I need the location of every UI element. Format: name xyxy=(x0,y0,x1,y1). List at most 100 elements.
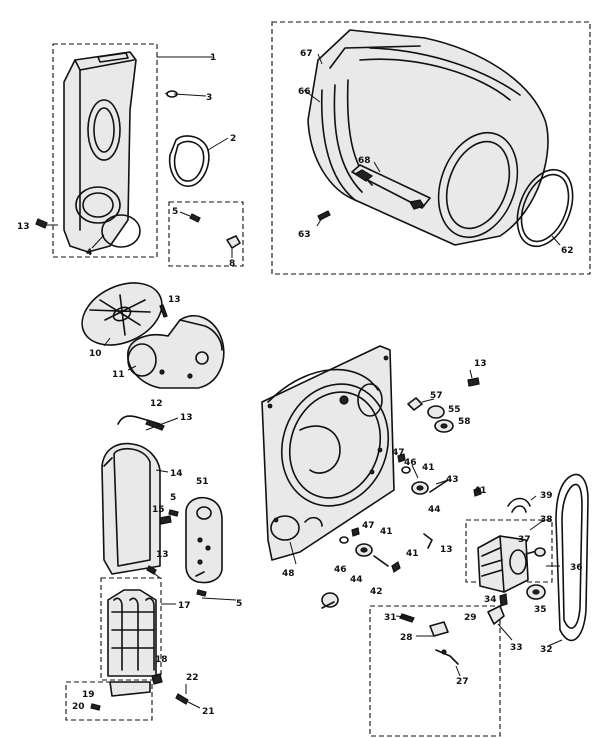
drum-seal-part xyxy=(516,168,574,248)
motor-part xyxy=(477,535,541,593)
callout-67: 67 xyxy=(300,49,313,59)
rear-bulkhead-group xyxy=(261,345,480,609)
roller-part-44-upper xyxy=(411,481,429,495)
switch-part-33 xyxy=(487,605,505,625)
callout-48: 48 xyxy=(282,569,295,579)
callout-12: 12 xyxy=(150,399,163,409)
screw-part-13-duct xyxy=(146,565,157,575)
clip-part-34 xyxy=(499,593,508,607)
callout-41-upper: 41 xyxy=(422,463,435,473)
front-panel-group-box xyxy=(52,43,158,258)
callout-13-blower: 13 xyxy=(168,295,181,305)
callout-18: 18 xyxy=(155,655,168,665)
callout-46-upper: 46 xyxy=(404,458,417,468)
spring-clip-part-39 xyxy=(507,497,531,513)
callout-22: 22 xyxy=(186,673,199,683)
screw-part-5-kit xyxy=(189,213,201,223)
callout-17: 17 xyxy=(178,601,191,611)
terminal-part-18 xyxy=(151,673,163,685)
callout-13-front: 13 xyxy=(17,222,30,232)
shaft-part-43 xyxy=(429,479,449,493)
screw-part-13-blower xyxy=(159,304,168,318)
callout-36: 36 xyxy=(570,563,583,573)
callout-46-lower: 46 xyxy=(334,565,347,575)
clip-part-47-lower xyxy=(351,527,360,537)
heater-element-part xyxy=(107,589,157,677)
screw-part-13-front xyxy=(35,218,48,229)
callout-2: 2 xyxy=(230,134,236,144)
callout-68: 68 xyxy=(358,156,371,166)
callout-15: 15 xyxy=(152,505,165,515)
callout-57: 57 xyxy=(430,391,443,401)
clip-part-47-upper xyxy=(397,453,406,463)
pulley-part-58 xyxy=(434,419,454,433)
pulley-part-55 xyxy=(427,405,445,419)
clip-part-41-lower xyxy=(391,561,401,573)
callout-38: 38 xyxy=(540,515,553,525)
heater-base-box xyxy=(65,681,153,721)
callout-8: 8 xyxy=(229,259,235,269)
callout-19: 19 xyxy=(82,690,95,700)
idler-part-57 xyxy=(407,397,423,411)
callout-5-duct: 5 xyxy=(170,493,176,503)
callout-55: 55 xyxy=(448,405,461,415)
callout-44-lower: 44 xyxy=(350,575,363,585)
switch-group-box xyxy=(369,605,501,737)
callout-31: 31 xyxy=(384,613,397,623)
drum-group-box xyxy=(271,21,591,275)
motor-belt-group xyxy=(369,473,589,737)
callout-33: 33 xyxy=(510,643,523,653)
screw-part-21 xyxy=(175,693,189,705)
drum-group xyxy=(271,21,591,275)
motor-group-box xyxy=(465,519,553,583)
callout-13-lower: 13 xyxy=(440,545,453,555)
thermostat-plate-part xyxy=(185,496,223,584)
switch-part-28 xyxy=(429,621,449,637)
clip-part-41-motor xyxy=(473,487,482,497)
duct-heater-group xyxy=(65,415,237,721)
callout-10: 10 xyxy=(89,349,102,359)
callout-63: 63 xyxy=(298,230,311,240)
thermistor-part-loose xyxy=(321,592,339,609)
drum-baffle-part xyxy=(351,164,431,210)
rear-bulkhead-part xyxy=(261,345,395,561)
callout-28: 28 xyxy=(400,633,413,643)
callout-3: 3 xyxy=(206,93,212,103)
callout-13-bracket: 13 xyxy=(180,413,193,423)
callout-66: 66 xyxy=(298,87,311,97)
callout-37: 37 xyxy=(518,535,531,545)
callout-4: 4 xyxy=(86,248,92,258)
callout-41-lower: 41 xyxy=(406,549,419,559)
callout-35: 35 xyxy=(534,605,547,615)
callout-58: 58 xyxy=(458,417,471,427)
callout-39: 39 xyxy=(540,491,553,501)
door-seal-ring-part xyxy=(168,135,210,187)
idler-part-35 xyxy=(526,584,546,600)
callout-labels: 1 2 3 4 5 8 13 67 66 68 63 62 13 10 11 1… xyxy=(17,49,583,717)
callout-62: 62 xyxy=(561,246,574,256)
callout-43: 43 xyxy=(446,475,459,485)
screw-part-5-duct xyxy=(168,509,179,517)
hardware-kit-box xyxy=(168,201,244,267)
heater-group-box xyxy=(100,577,162,681)
screw-part-63 xyxy=(317,210,331,221)
roller-part-44-lower xyxy=(355,543,373,557)
callout-34: 34 xyxy=(484,595,497,605)
screw-part-15 xyxy=(159,515,172,525)
blower-group xyxy=(81,282,225,389)
pulley-part-37 xyxy=(534,547,546,557)
front-panel-group xyxy=(35,43,244,267)
fastener-part-8 xyxy=(226,235,241,249)
screw-part-13-bulkhead xyxy=(467,377,480,387)
screw-part-20 xyxy=(90,703,101,711)
callout-29: 29 xyxy=(464,613,477,623)
callout-21: 21 xyxy=(202,707,215,717)
washer-part-46-upper xyxy=(401,466,411,474)
front-lens-part xyxy=(101,214,141,248)
shaft-part-42 xyxy=(373,555,389,567)
drum-part xyxy=(307,29,549,246)
callout-47-lower: 47 xyxy=(362,521,375,531)
callout-5-plate: 5 xyxy=(236,599,242,609)
callout-41-right: 41 xyxy=(474,486,487,496)
